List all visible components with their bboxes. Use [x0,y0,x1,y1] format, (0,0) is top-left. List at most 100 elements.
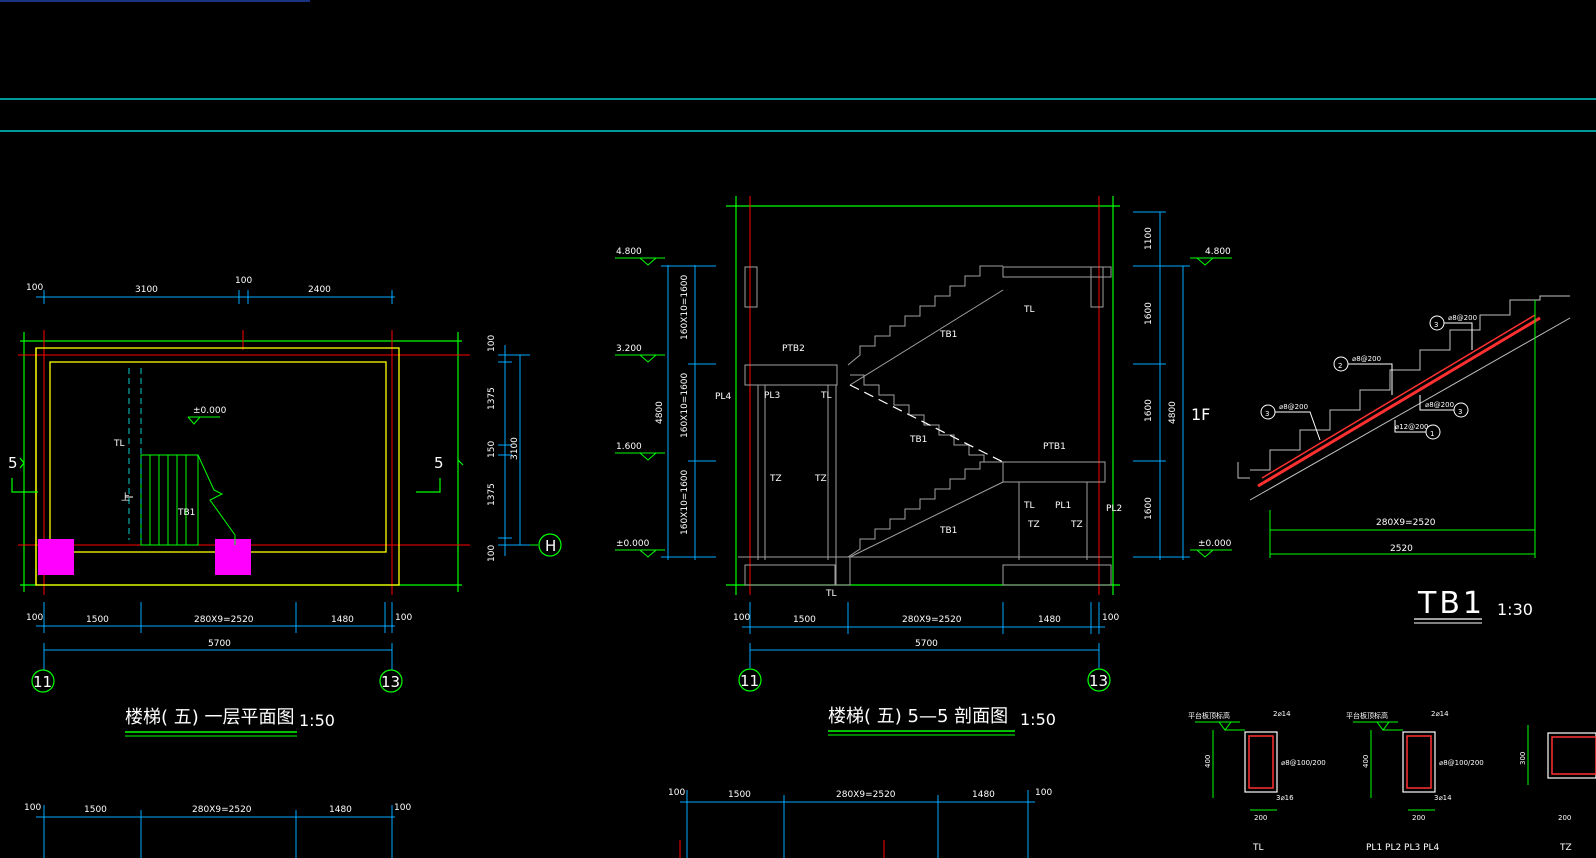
section-bottom-dim-3: 280X9=2520 [902,615,962,625]
section-axis-11-bubble [738,668,762,692]
beam-1-height: 400 [1204,755,1212,768]
beam-section-1[interactable]: 平台板顶标高 2⌀14 ⌀8@100/200 3⌀16 400 200 TL [1188,710,1326,853]
section-level-3: 1.600 [616,442,642,452]
section-structure [738,265,1112,586]
beam-2-width: 200 [1412,814,1425,822]
lower-plan-dim-lines [36,805,395,858]
section-bottom-dim-2: 1500 [793,615,816,625]
plan-bottom-dim-4: 1480 [331,615,354,625]
section-label-tz1: TZ [769,474,782,484]
section-label-tb1-3: TB1 [939,526,957,536]
plan-bottom-dim-3: 280X9=2520 [194,615,254,625]
plan-right-dim-2: 1375 [487,387,497,410]
lower-section-dim-2: 1500 [728,790,751,800]
tb1-marker-5: 1 [1430,430,1434,438]
section-right-total: 4800 [1168,401,1178,424]
section-label-tl2: TL [1023,305,1035,315]
beam-1-note: 平台板顶标高 [1188,711,1230,720]
section-right-level-1: 4.800 [1205,247,1231,257]
section-label-pl1: PL1 [1055,501,1071,511]
beam-2-guides [1353,721,1435,811]
plan-column-left [38,539,74,575]
beam-2-stirrup [1406,735,1432,789]
tb1-marker-1: 3 [1434,321,1438,329]
lower-plan-dimensions[interactable]: 100 1500 280X9=2520 1480 100 [24,803,411,858]
beam-section-3[interactable]: 300 200 TZ [1519,725,1596,853]
plan-bottom-dim-5: 100 [395,613,412,623]
section-total: 5700 [915,639,938,649]
section-bottom-dimension-line [742,602,1105,668]
lower-plan-dim-3: 280X9=2520 [192,805,252,815]
plan-label-tb1: TB1 [177,508,195,518]
beam-2-bottom: 3⌀14 [1434,794,1452,802]
plan-label-tl: TL [113,439,125,449]
beam-3-stirrup [1551,736,1596,775]
plan-elevation: ±0.000 [193,406,227,416]
beam-1-stirrup [1248,735,1274,789]
section-left-dimension-line [661,265,716,560]
lower-plan-dim-1: 100 [24,803,41,813]
lower-section-dim-lines [680,790,1035,858]
beam-2-note: 平台板顶标高 [1346,711,1388,720]
section-bottom-dim-4: 1480 [1038,615,1061,625]
section-label-tb1-2: TB1 [909,435,927,445]
section-label-tz3: TZ [1027,520,1040,530]
tb1-stair-profile [1237,295,1571,501]
plan-top-dim-3: 100 [235,276,252,286]
plan-axis-h: H [545,537,556,555]
lower-section-dimensions[interactable]: 100 1500 280X9=2520 1480 100 [668,788,1052,858]
section-labels: PTB2 PL4 PL3 TL TZ TZ TB1 TB1 TB1 TL PTB… [715,305,1122,599]
plan-top-dim-4: 2400 [308,285,331,295]
section-label-tl4: TL [825,589,837,599]
plan-bottom-dim-1: 100 [26,613,43,623]
section-label-tz4: TZ [1070,520,1083,530]
beam-1-outline [1244,731,1278,793]
plan-view[interactable]: 100 3100 100 2400 [8,276,562,737]
tb1-markers [1260,315,1473,441]
tb1-dimension-lines [1269,510,1536,558]
plan-right-dim-4: 1375 [487,483,497,506]
lower-section-dim-5: 100 [1035,788,1052,798]
plan-right-dim-5: 100 [487,545,497,562]
plan-section-markers [11,457,441,493]
section-label-ptb2: PTB2 [782,344,805,354]
beam-1-guides [1195,721,1277,811]
tb1-title: TB1 [1417,586,1485,621]
section-title: 楼梯( 五) 5—5 剖面图 [828,706,1008,727]
section-left-dim-1: 160X10=1600 [680,274,690,340]
tb1-detail[interactable]: 3 2 3 3 1 ⌀8@200 ⌀8@200 ⌀8@200 ⌀8@200 ⌀1… [1237,295,1571,624]
plan-bottom-dimension-line [36,602,395,670]
section-label-ptb1: PTB1 [1043,442,1066,452]
section-label-tl3: TL [1023,501,1035,511]
section-bottom-dim-1: 100 [733,613,750,623]
section-label-pl3: PL3 [764,391,780,401]
beam-3-height: 300 [1519,752,1527,765]
plan-axis-13-bubble [379,669,403,693]
section-level-2: 3.200 [616,344,642,354]
beam-3-width: 200 [1558,814,1571,822]
section-view[interactable]: 4.800 3.200 1.600 ±0.000 160X10=1600 160… [615,196,1232,736]
tb1-marker-4: 3 [1458,408,1462,416]
tb1-scale: 1:30 [1497,600,1533,619]
tb1-main-rebar [1257,316,1541,488]
plan-title: 楼梯( 五) 一层平面图 [125,707,295,728]
plan-bottom-dim-2: 1500 [86,615,109,625]
tb1-note-3: ⌀8@200 [1279,403,1308,411]
beam-2-name: PL1 PL2 PL3 PL4 [1366,843,1440,853]
section-axis-13-bubble [1087,668,1111,692]
tb1-note-5: ⌀12@200 [1395,423,1428,431]
beam-1-bottom: 3⌀16 [1276,794,1294,802]
section-label-tl1: TL [820,391,832,401]
section-right-dim-4: 1600 [1144,497,1154,520]
tb1-top-rebar [1261,314,1536,479]
section-level-markers-right [1190,257,1232,558]
beam-1-top: 2⌀14 [1273,710,1291,718]
tb1-note-4: ⌀8@200 [1425,401,1454,409]
tb1-marker-3: 3 [1265,410,1269,418]
beam-section-2[interactable]: 平台板顶标高 2⌀14 ⌀8@100/200 3⌀14 400 200 PL1 … [1346,710,1484,853]
beam-1-stirrup-label: ⌀8@100/200 [1281,759,1326,767]
lower-plan-dim-4: 1480 [329,805,352,815]
plan-section-mark-right: 5 [434,454,444,472]
plan-right-total: 3100 [510,437,520,460]
